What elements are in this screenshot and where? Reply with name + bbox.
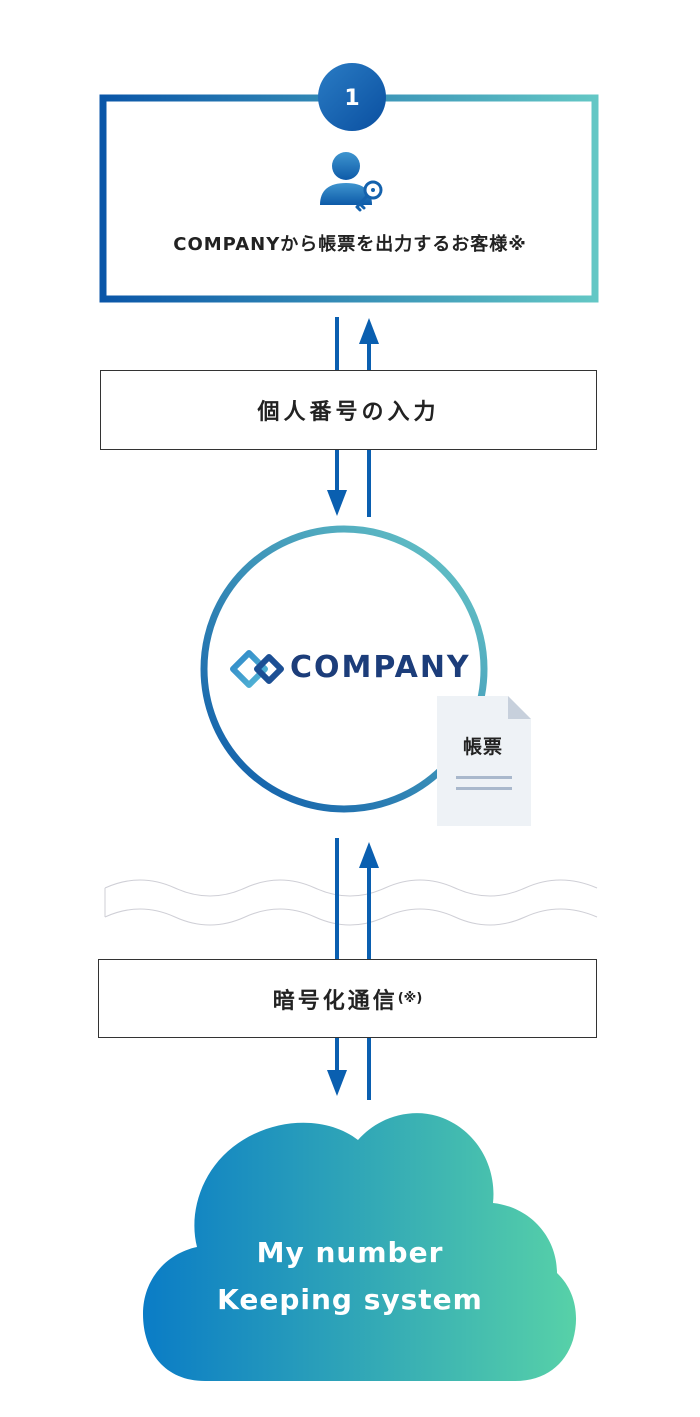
document-label: 帳票 [462,736,503,758]
document-icon [437,696,531,826]
customer-label: COMPANYから帳票を出力するお客様※ [173,234,527,255]
encryption-note: (※) [397,991,423,1006]
step-number: 1 [344,85,360,111]
company-circle [200,525,488,813]
input-label-box: 個人番号の入力 [100,370,597,450]
cloud-shape [143,1113,577,1381]
encryption-label-box: 暗号化通信(※) [98,959,597,1038]
cloud-label-line1: My number [256,1236,444,1269]
company-logo-icon [230,650,284,688]
input-label: 個人番号の入力 [257,400,440,425]
encryption-label: 暗号化通信 [272,988,398,1014]
step-badge [318,63,386,131]
company-name: COMPANY [290,650,471,685]
user-key-icon [320,152,383,212]
wave-band [104,879,598,926]
cloud-label-line2: Keeping system [217,1283,483,1316]
